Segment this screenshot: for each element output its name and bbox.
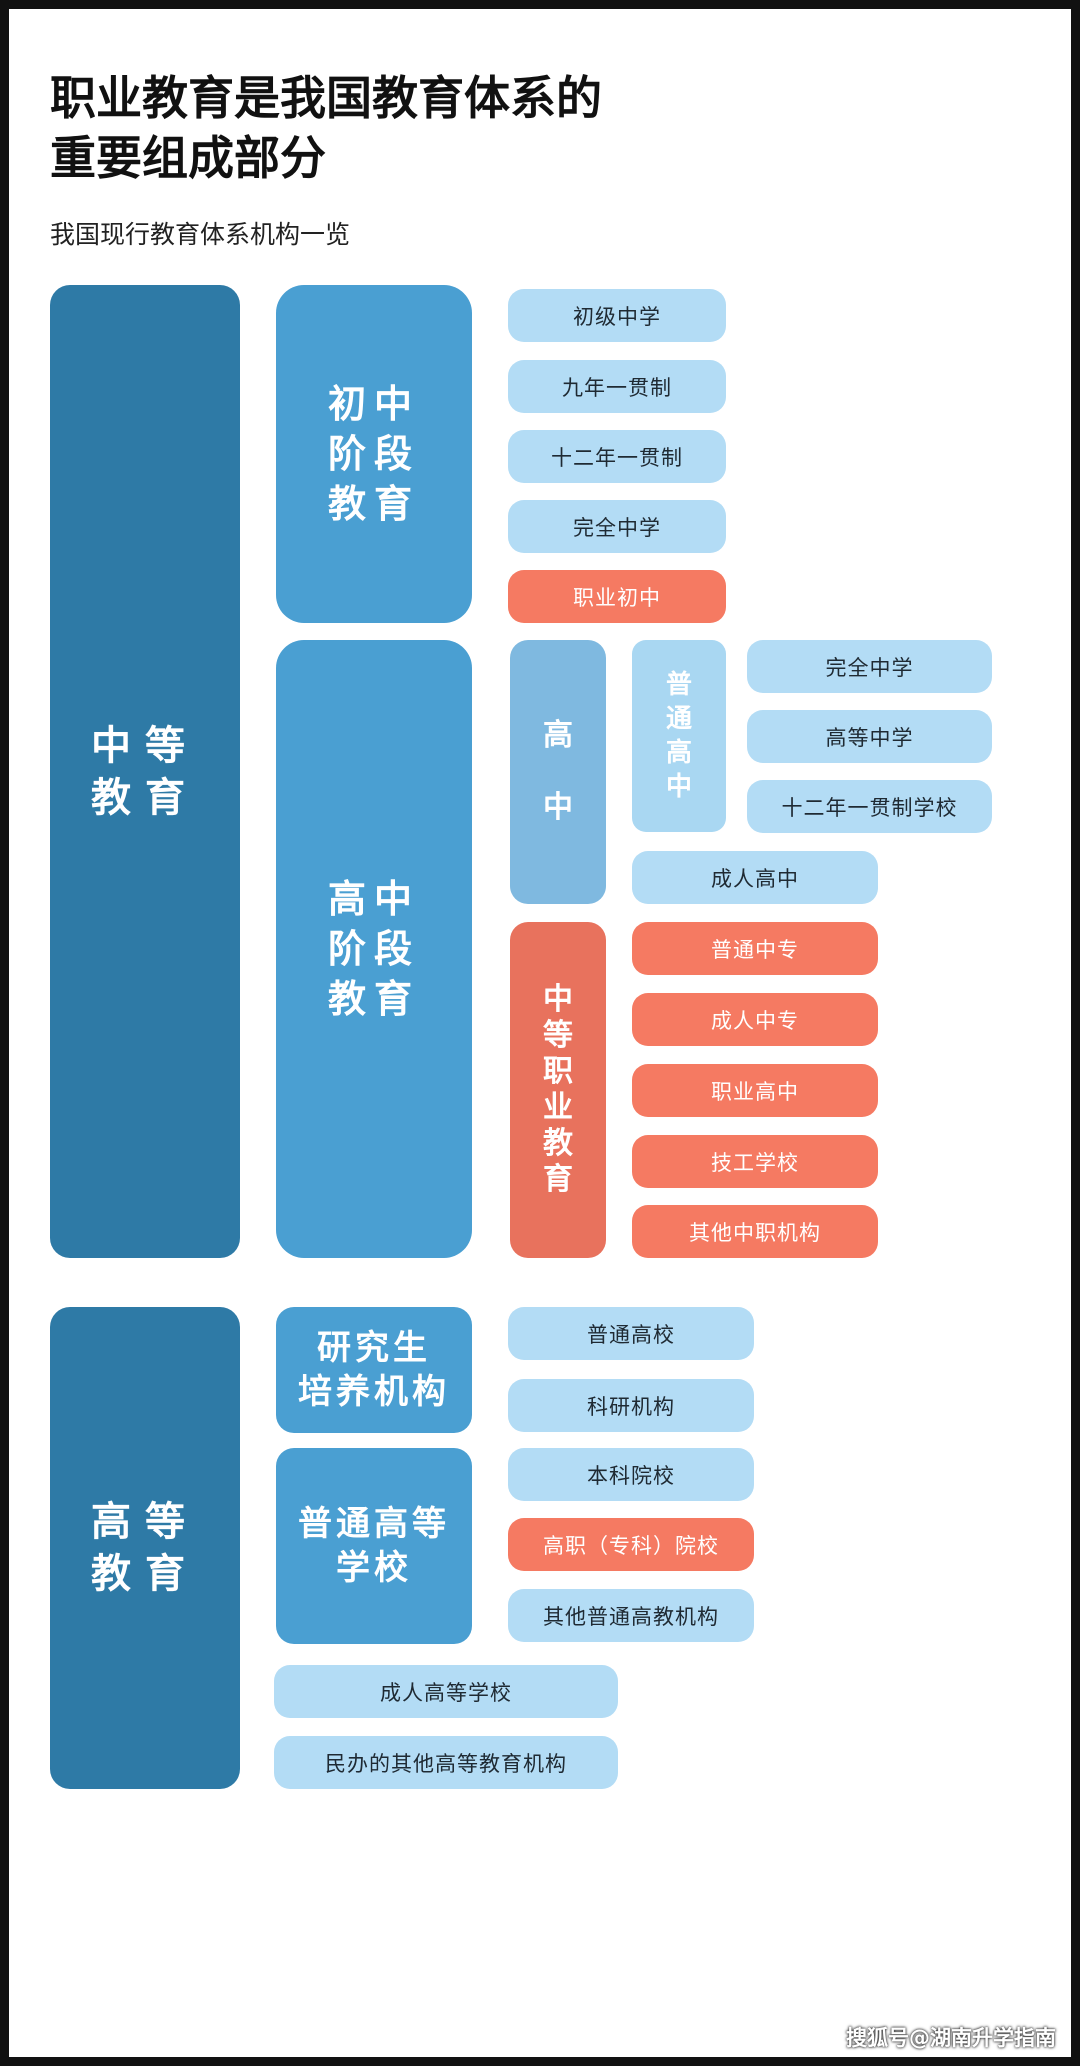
junior-item: 九年一贯制 bbox=[508, 360, 726, 413]
general-high-item: 完全中学 bbox=[747, 640, 992, 693]
regular-higher-schools-block: 普通高等 学校 bbox=[276, 1448, 472, 1644]
subtitle: 我国现行教育体系机构一览 bbox=[50, 220, 351, 249]
graduate-item: 科研机构 bbox=[508, 1379, 754, 1432]
vocational-item: 其他中职机构 bbox=[632, 1205, 878, 1258]
graduate-institutions-block: 研究生 培养机构 bbox=[276, 1307, 472, 1433]
general-high-school-block: 普 通 高 中 bbox=[632, 640, 726, 832]
regular-higher-item: 其他普通高教机构 bbox=[508, 1589, 754, 1642]
vocational-item: 成人中专 bbox=[632, 993, 878, 1046]
vocational-item: 技工学校 bbox=[632, 1135, 878, 1188]
general-high-item: 十二年一贯制学校 bbox=[747, 780, 992, 833]
other-higher-item: 成人高等学校 bbox=[274, 1665, 618, 1718]
regular-higher-item: 本科院校 bbox=[508, 1448, 754, 1501]
junior-item: 十二年一贯制 bbox=[508, 430, 726, 483]
adult-high-school-item: 成人高中 bbox=[632, 851, 878, 904]
secondary-education-block: 中等 教育 bbox=[50, 285, 240, 1258]
title-line-2: 重要组成部分 bbox=[50, 131, 326, 185]
regular-higher-item-vocational: 高职（专科）院校 bbox=[508, 1518, 754, 1571]
vocational-item: 普通中专 bbox=[632, 922, 878, 975]
higher-education-block: 高等 教育 bbox=[50, 1307, 240, 1789]
senior-high-stage-block: 高中 阶段 教育 bbox=[276, 640, 472, 1258]
watermark: 搜狐号@湖南升学指南 bbox=[846, 2026, 1056, 2050]
vocational-item: 职业高中 bbox=[632, 1064, 878, 1117]
junior-item: 初级中学 bbox=[508, 289, 726, 342]
other-higher-item: 民办的其他高等教育机构 bbox=[274, 1736, 618, 1789]
graduate-item: 普通高校 bbox=[508, 1307, 754, 1360]
junior-item: 完全中学 bbox=[508, 500, 726, 553]
high-school-block: 高 中 bbox=[510, 640, 606, 904]
title-line-1: 职业教育是我国教育体系的 bbox=[50, 71, 602, 125]
page-title: 职业教育是我国教育体系的 重要组成部分 bbox=[50, 68, 602, 188]
secondary-vocational-block: 中 等 职 业 教 育 bbox=[510, 922, 606, 1258]
junior-item-vocational: 职业初中 bbox=[508, 570, 726, 623]
general-high-item: 高等中学 bbox=[747, 710, 992, 763]
junior-middle-stage-block: 初中 阶段 教育 bbox=[276, 285, 472, 623]
